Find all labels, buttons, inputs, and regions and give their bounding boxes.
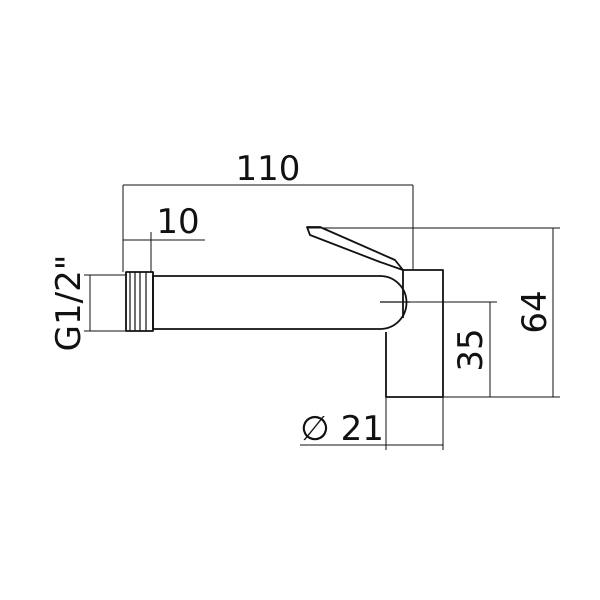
- dimension-label-height: 64: [515, 290, 555, 333]
- dimension-lines: [84, 184, 560, 450]
- dimension-label-thread-size: G1/2": [49, 255, 89, 352]
- spout-tube: [152, 275, 408, 330]
- dimension-label-diameter: ∅ 21: [300, 409, 384, 449]
- lever-handle: [306, 226, 404, 271]
- dimension-label-thread-length: 10: [156, 202, 199, 242]
- part-outline: [125, 226, 444, 398]
- dimension-label-overall-length: 110: [236, 149, 301, 189]
- dimension-label-axis-height: 35: [451, 328, 491, 371]
